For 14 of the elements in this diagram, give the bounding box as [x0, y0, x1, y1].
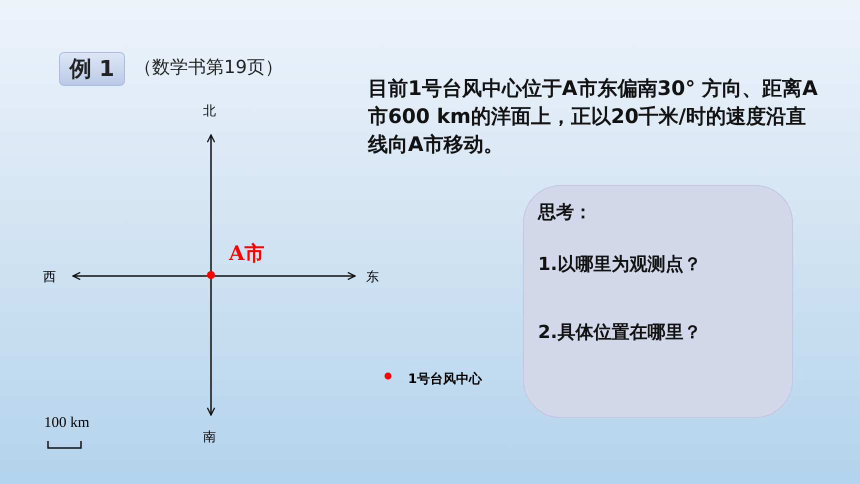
east-label: 东 — [366, 269, 379, 286]
south-label: 南 — [203, 429, 216, 446]
scale-label: 100 km — [44, 415, 90, 432]
typhoon-label: 1号台风中心 — [408, 370, 482, 388]
north-label: 北 — [203, 103, 216, 120]
question-text: 1.以哪里为观测点？ — [538, 253, 702, 276]
west-label: 西 — [43, 269, 56, 286]
problem-text: 目前1号台风中心位于A市东偏南30° 方向、距离A市600 km的洋面上，正以20千米/时的速度沿直线向A市移动。 — [368, 75, 818, 158]
page-reference: （数学书第19页） — [134, 56, 283, 79]
city-label: A市 — [229, 240, 265, 267]
question-text: 2.具体位置在哪里？ — [538, 321, 702, 344]
card-heading: 思考： — [538, 201, 592, 224]
question-card — [523, 185, 793, 418]
example-badge: 例 1 — [59, 52, 125, 86]
